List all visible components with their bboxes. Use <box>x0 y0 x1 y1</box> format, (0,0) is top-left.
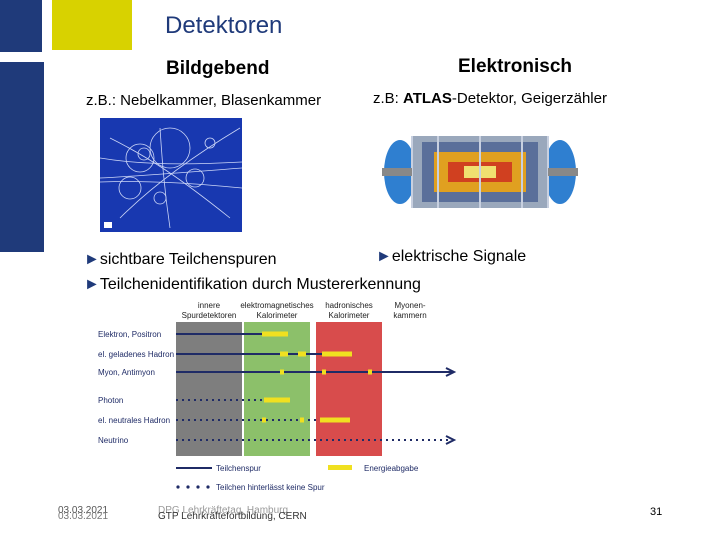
detector-layer-diagram: innereSpurdetektorenelektromagnetischesK… <box>98 301 457 492</box>
energy-deposit <box>368 369 372 375</box>
energy-deposit <box>264 397 290 403</box>
row-label: el. geladenes Hadron <box>98 350 174 359</box>
heading-bildgebend: Bildgebend <box>166 58 270 79</box>
footer-date: 03.03.2021 <box>58 505 109 516</box>
bullet-pattern-recognition: ►Teilchenidentifikation durch Mustererke… <box>84 276 421 294</box>
column-header-label: Kalorimeter <box>329 311 370 320</box>
legend-energy-swatch <box>328 465 352 470</box>
legend-track-label: Teilchenspur <box>216 464 261 473</box>
right-example-prefix: z.B: <box>373 90 399 107</box>
column-header-label: Myonen- <box>394 301 425 310</box>
bullet-electric-signals: ►elektrische Signale <box>376 248 526 266</box>
bullet-visible-tracks: ►sichtbare Teilchenspuren <box>84 251 277 269</box>
arrow-icon <box>445 367 457 377</box>
energy-deposit <box>322 369 326 375</box>
column-header-label: elektromagnetisches <box>240 301 313 310</box>
bullet-pattern-recognition-text: Teilchenidentifikation durch Mustererken… <box>99 276 421 293</box>
inner-tracker-band <box>176 322 242 456</box>
column-header-label: Spurdetektoren <box>182 311 237 320</box>
row-label: el. neutrales Hadron <box>98 416 170 425</box>
legend-dots <box>176 485 210 489</box>
hadronic-calorimeter-band <box>316 322 382 456</box>
bullet-electric-signals-text: elektrische Signale <box>391 248 527 265</box>
corner-block-yellow <box>52 0 132 50</box>
left-example-text: z.B.: Nebelkammer, Blasenkammer <box>86 92 322 109</box>
column-header-label: hadronisches <box>325 301 373 310</box>
energy-deposit <box>262 331 288 337</box>
page-number: 31 <box>650 506 663 518</box>
energy-deposit <box>280 369 284 375</box>
energy-deposit <box>320 417 350 423</box>
slide-title: Detektoren <box>165 12 283 39</box>
energy-deposit <box>298 351 306 357</box>
em-calorimeter-band <box>244 322 310 456</box>
legend-energy-label: Energieabgabe <box>364 464 419 473</box>
bubble-chamber-image <box>100 118 242 232</box>
energy-deposit <box>280 351 288 357</box>
arrow-icon <box>445 435 457 445</box>
right-example-suffix: -Detektor, Geigerzähler <box>451 90 607 107</box>
column-header-label: innere <box>198 301 221 310</box>
bullet-visible-tracks-text: sichtbare Teilchenspuren <box>99 251 277 268</box>
column-header-label: kammern <box>393 311 426 320</box>
row-label: Photon <box>98 396 123 405</box>
energy-deposit <box>322 351 352 357</box>
row-label: Neutrino <box>98 436 129 445</box>
legend-no-track-label: Teilchen hinterlässt keine Spur <box>216 483 325 492</box>
atlas-detector-image <box>382 136 578 208</box>
corner-block-blue-top <box>0 0 42 52</box>
footer-event-front: GTP Lehrkräftefortbildung, CERN <box>158 511 307 522</box>
bullet-triangle-icon: ► <box>84 276 100 293</box>
footer-event-back: DPG Lehrkräftetag, Hamburg <box>158 505 289 516</box>
energy-deposit <box>300 417 304 423</box>
heading-elektronisch: Elektronisch <box>458 56 573 77</box>
row-label: Myon, Antimyon <box>98 368 155 377</box>
corner-block-blue-side <box>0 62 44 252</box>
footer-date-overlay: 03.03.2021 <box>58 511 109 522</box>
row-label: Elektron, Positron <box>98 330 161 339</box>
right-example-atlas: ATLAS <box>403 90 452 107</box>
bullet-triangle-icon: ► <box>84 251 100 268</box>
bullet-triangle-icon: ► <box>376 248 392 265</box>
energy-deposit <box>262 417 266 423</box>
column-header-label: Kalorimeter <box>257 311 298 320</box>
right-example-text: z.B: ATLAS-Detektor, Geigerzähler <box>373 90 607 107</box>
